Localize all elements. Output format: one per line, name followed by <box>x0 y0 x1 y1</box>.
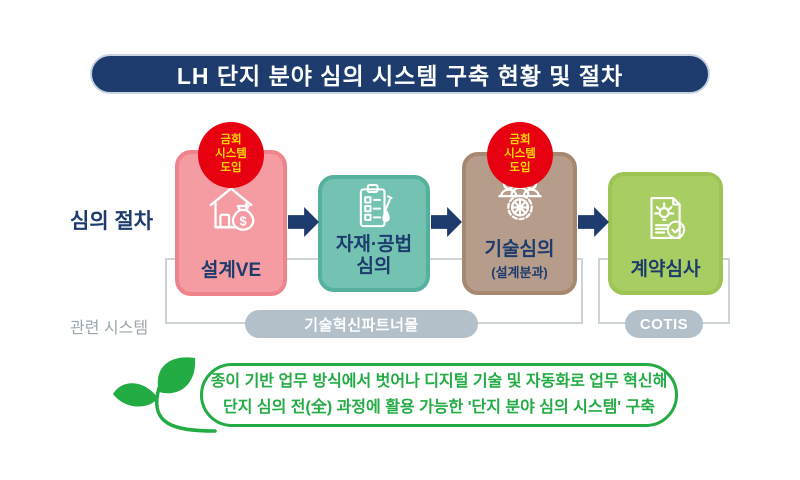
step-label-line2: 심의 <box>356 256 392 278</box>
page-title: LH 단지 분야 심의 시스템 구축 현황 및 절차 <box>176 63 624 89</box>
house-value-icon: $ <box>179 154 283 260</box>
step-card-material-method: 자재·공법 심의 <box>318 175 430 292</box>
system-pill-cotis: COTIS <box>625 310 703 338</box>
flow-arrow-icon <box>288 207 319 237</box>
systems-row-label: 관련 시스템 <box>70 320 149 337</box>
step-label: 계약심사 <box>630 259 701 281</box>
document-check-icon <box>612 176 719 259</box>
summary-line1: 종이 기반 업무 방식에서 벗어나 디지털 기술 및 자동화로 업무 혁신해 <box>210 373 668 391</box>
step-label: 기술심의 <box>484 239 555 261</box>
title-banner: LH 단지 분야 심의 시스템 구축 현황 및 절차 <box>90 54 710 94</box>
svg-text:$: $ <box>240 214 247 228</box>
system-pill-partner-mall: 기술혁신파트너몰 <box>245 310 478 338</box>
step-sublabel: (설계분과) <box>491 265 548 280</box>
step-card-contract-review: 계약심사 <box>608 172 723 295</box>
current-system-badge: 금회 시스템 도입 <box>487 122 553 188</box>
current-system-badge: 금회 시스템 도입 <box>198 122 264 188</box>
leaf-sprout-icon <box>113 357 217 433</box>
summary-note: 종이 기반 업무 방식에서 벗어나 디지털 기술 및 자동화로 업무 혁신해 단… <box>200 363 678 427</box>
process-row-label: 심의 절차 <box>70 210 154 233</box>
flow-arrow-icon <box>431 207 462 237</box>
flow-arrow-icon <box>578 207 609 237</box>
checklist-shovel-icon <box>322 178 426 234</box>
step-label: 자재·공법 <box>335 234 413 256</box>
step-label: 설계VE <box>200 260 262 282</box>
summary-line2: 단지 심의 전(全) 과정에 활용 가능한 '단지 분야 심의 시스템' 구축 <box>223 399 655 416</box>
